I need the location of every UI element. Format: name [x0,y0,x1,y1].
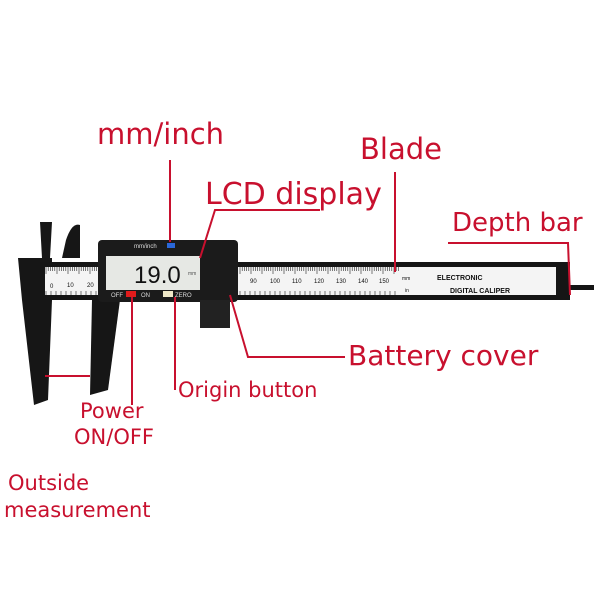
ruler-right [238,267,556,295]
scale-number: 0 [50,284,54,290]
lcd-screen [106,256,200,290]
label-outside: Outside [8,471,90,495]
scale-left-numbers: 0 10 20 [50,283,94,290]
leader-battery [229,294,345,358]
ruler-left [45,267,100,295]
zero-text: ZERO [175,293,192,299]
depth-bar [556,285,594,290]
label-blade: Blade [360,132,442,166]
mode-text: mm/inch [134,244,157,250]
scale-unit-in: in [405,288,409,294]
leader-lines [45,160,571,405]
label-origin-button: Origin button [178,378,318,402]
label-power-onoff: ON/OFF [74,425,155,449]
label-battery-cover: Battery cover [348,339,539,372]
scale-ticks [45,267,399,295]
leader-depth [448,242,571,296]
scale-right-numbers: 90 100 110 120 130 140 150 [250,279,390,285]
zero-button[interactable] [163,291,173,297]
upper-jaw-slide [62,224,80,258]
scale-number: 100 [270,279,281,285]
scale-number: 150 [379,279,390,285]
scale-number: 10 [67,283,74,289]
slide-jaw [90,300,120,395]
mode-button[interactable] [167,243,175,248]
off-text: OFF [111,293,123,299]
brand-line-2: DIGITAL CALIPER [450,288,510,295]
power-button[interactable] [126,291,136,297]
scale-number: 140 [358,279,369,285]
label-lcd-display: LCD display [205,177,382,212]
label-measurement: measurement [4,498,151,522]
brand-line-1: ELECTRONIC [437,275,483,282]
scale-number: 90 [250,279,257,285]
lcd-unit: mm [188,271,196,277]
fixed-jaw [18,222,52,405]
scale-unit-mm: mm [402,276,410,282]
label-depth-bar: Depth bar [452,208,583,238]
battery-cover [200,300,230,328]
label-power: Power [80,399,144,423]
on-text: ON [141,293,150,299]
scale-number: 110 [292,279,302,285]
leader-lcd [199,209,320,259]
scale-number: 20 [87,283,94,289]
scale-number: 120 [314,279,325,285]
label-mm-inch: mm/inch [97,117,225,151]
scale-number: 130 [336,279,347,285]
lcd-reading: 19.0 [134,262,181,289]
